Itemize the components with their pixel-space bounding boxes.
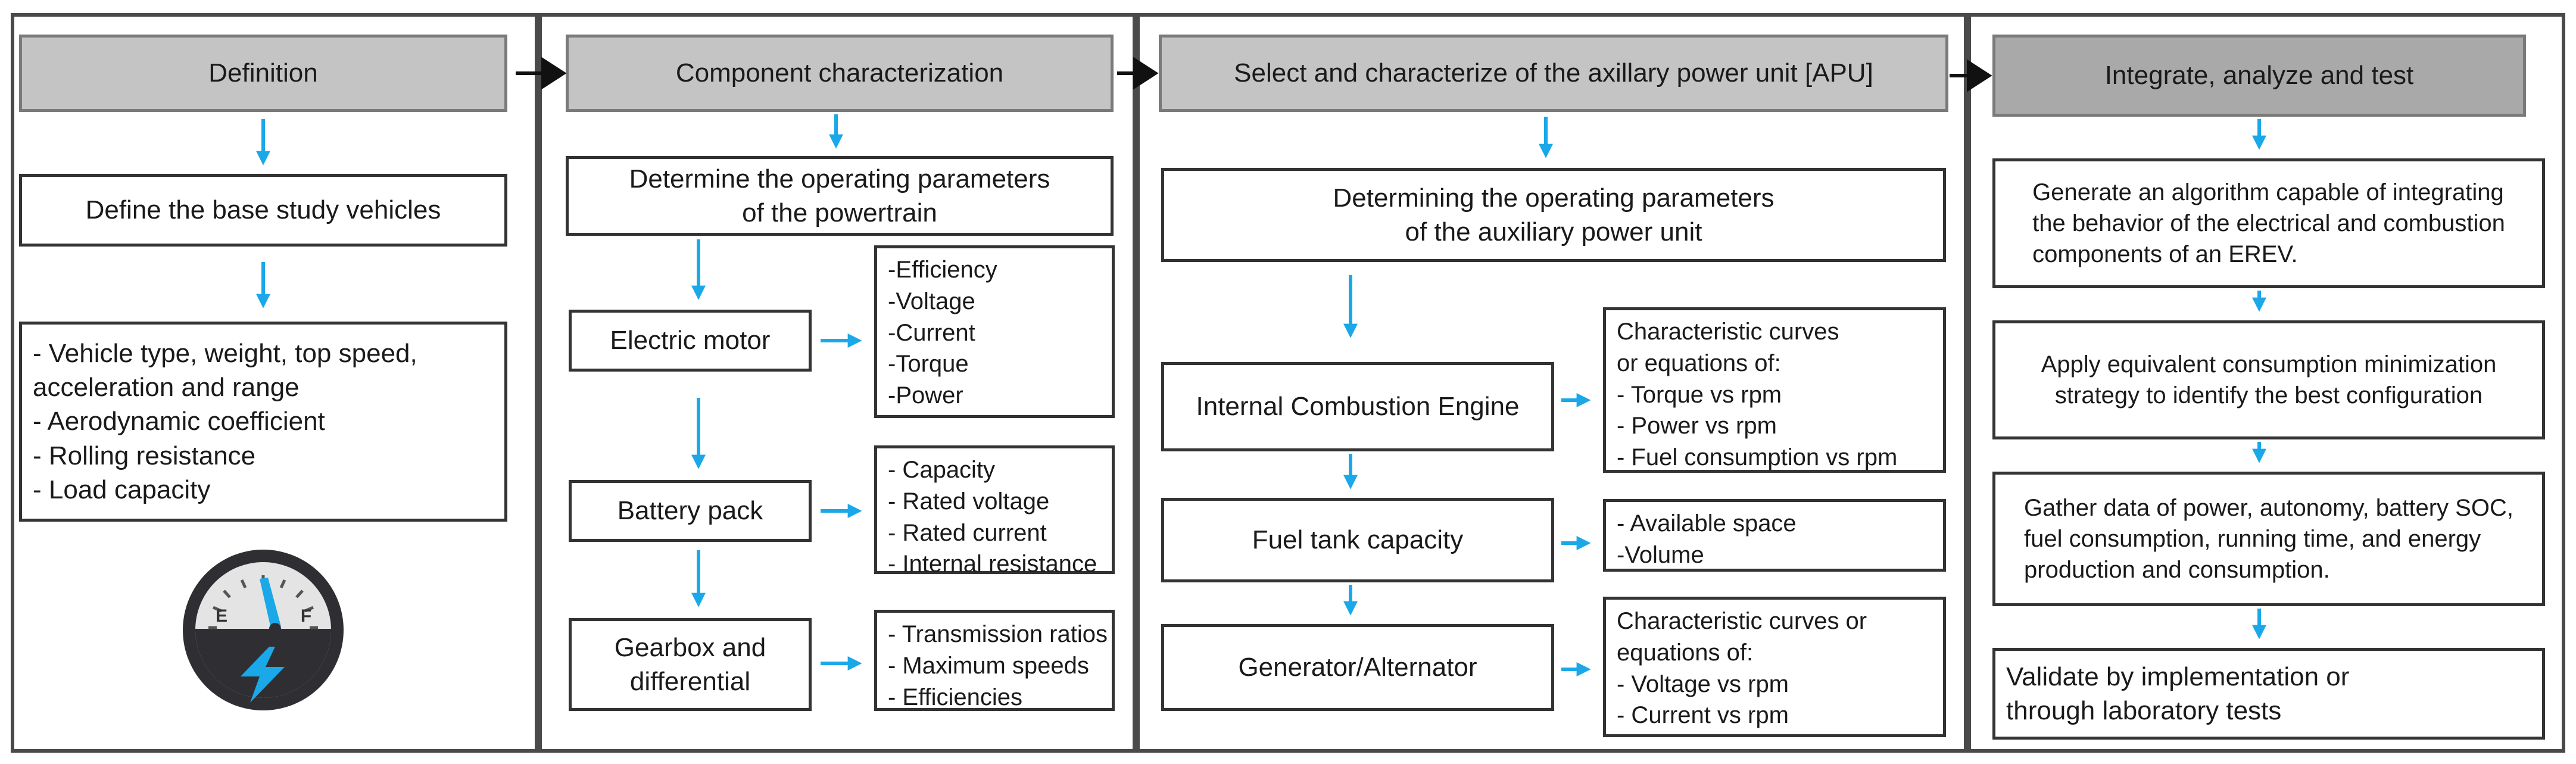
box-apu-operating-parameters: Determining the operating parameters of … xyxy=(1161,168,1946,262)
text-line: Determine the operating parameters xyxy=(629,164,1050,194)
vehicle-param-line: - Load capacity xyxy=(33,475,211,504)
list-item: Characteristic curves xyxy=(1617,319,1839,345)
gauge-empty-label: E xyxy=(216,606,227,626)
vehicle-param-line: - Aerodynamic coefficient xyxy=(33,407,325,436)
text-line: strategy to identify the best configurat… xyxy=(2054,382,2483,408)
header-apu: Select and characterize of the axillary … xyxy=(1159,35,1948,112)
arrowhead xyxy=(1967,59,1992,92)
header-component-characterization: Component characterization xyxy=(566,35,1114,112)
text-line: of the powertrain xyxy=(742,198,937,227)
box-base-study-vehicles: Define the base study vehicles xyxy=(19,174,507,247)
text-line: components of an EREV. xyxy=(2032,241,2298,267)
list-item: - Available space xyxy=(1617,510,1797,537)
arrowhead xyxy=(541,57,567,90)
box-powertrain-operating-parameters: Determine the operating parameters of th… xyxy=(566,156,1114,236)
text-line: Gearbox and xyxy=(614,632,766,662)
text-line: Validate by implementation or xyxy=(2006,662,2350,691)
list-item: - Maximum speeds xyxy=(888,652,1089,679)
box-gearbox-differential: Gearbox and differential xyxy=(569,618,812,711)
header-definition: Definition xyxy=(19,35,507,112)
box-gather-data: Gather data of power, autonomy, battery … xyxy=(1992,472,2545,606)
list-fuel-tank-parameters: - Available space -Volume xyxy=(1603,499,1946,572)
text-line: through laboratory tests xyxy=(2006,696,2282,725)
text-line: the behavior of the electrical and combu… xyxy=(2032,210,2505,236)
list-item: - Internal resistance xyxy=(888,551,1097,578)
arrowhead xyxy=(1133,57,1159,90)
list-item: -Torque xyxy=(888,351,969,378)
list-item: - Voltage vs rpm xyxy=(1617,671,1789,697)
header-arrows xyxy=(516,57,1992,92)
text-line: Generate an algorithm capable of integra… xyxy=(2032,179,2504,205)
gauge-full-label: F xyxy=(301,606,311,626)
list-item: - Rated voltage xyxy=(888,488,1050,514)
list-item: equations of: xyxy=(1617,639,1754,666)
box-electric-motor: Electric motor xyxy=(569,310,812,372)
text-line: differential xyxy=(629,667,751,696)
list-item: - Current vs rpm xyxy=(1617,702,1789,729)
box-battery-pack: Battery pack xyxy=(569,480,812,542)
list-item: or equations of: xyxy=(1617,350,1781,376)
header-integrate-analyze-test: Integrate, analyze and test xyxy=(1992,35,2526,117)
text-line: of the auxiliary power unit xyxy=(1405,217,1702,247)
list-item: - Torque vs rpm xyxy=(1617,381,1782,408)
list-item: -Current xyxy=(888,319,975,346)
list-generator-characteristics: Characteristic curves or equations of: -… xyxy=(1603,597,1946,737)
text-line: Determining the operating parameters xyxy=(1333,183,1774,213)
vehicle-param-line: - Rolling resistance xyxy=(33,441,256,470)
box-fuel-tank-capacity: Fuel tank capacity xyxy=(1161,498,1554,582)
box-generate-algorithm: Generate an algorithm capable of integra… xyxy=(1992,158,2545,288)
list-battery-parameters: - Capacity - Rated voltage - Rated curre… xyxy=(874,445,1115,577)
list-electric-motor-parameters: -Efficiency -Voltage -Current -Torque -P… xyxy=(874,245,1115,418)
list-item: - Rated current xyxy=(888,519,1047,546)
list-item: -Efficiency xyxy=(888,257,997,283)
list-ice-characteristics: Characteristic curves or equations of: -… xyxy=(1603,307,1946,473)
vehicle-param-line: - Vehicle type, weight, top speed, xyxy=(33,339,417,369)
list-item: - Transmission ratios xyxy=(888,621,1108,647)
list-item: - Power vs rpm xyxy=(1617,413,1777,439)
list-item: -Power xyxy=(888,382,963,409)
list-item: - Capacity xyxy=(888,457,996,483)
text-line: production and consumption. xyxy=(2024,557,2330,583)
fuel-gauge-lightning-icon: E F xyxy=(183,550,344,710)
lightning-bolt-icon xyxy=(241,647,285,703)
list-item: -Voltage xyxy=(888,288,975,314)
list-gearbox-parameters: - Transmission ratios - Maximum speeds -… xyxy=(874,610,1115,711)
text-line: Gather data of power, autonomy, battery … xyxy=(2024,495,2513,521)
list-item: -Volume xyxy=(1617,541,1704,568)
text-line: fuel consumption, running time, and ener… xyxy=(2024,526,2481,552)
vehicle-param-line: acceleration and range xyxy=(33,373,300,403)
list-item: - Fuel consumption vs rpm xyxy=(1617,444,1898,471)
text-line: Apply equivalent consumption minimizatio… xyxy=(2041,351,2497,378)
box-validate: Validate by implementation or through la… xyxy=(1992,648,2545,740)
box-vehicle-parameters: - Vehicle type, weight, top speed, accel… xyxy=(19,322,507,522)
box-internal-combustion-engine: Internal Combustion Engine xyxy=(1161,362,1554,451)
list-item: Characteristic curves or xyxy=(1617,608,1867,634)
list-item: - Efficiencies xyxy=(888,684,1023,710)
box-ecms-strategy: Apply equivalent consumption minimizatio… xyxy=(1992,320,2545,439)
box-generator-alternator: Generator/Alternator xyxy=(1161,624,1554,711)
